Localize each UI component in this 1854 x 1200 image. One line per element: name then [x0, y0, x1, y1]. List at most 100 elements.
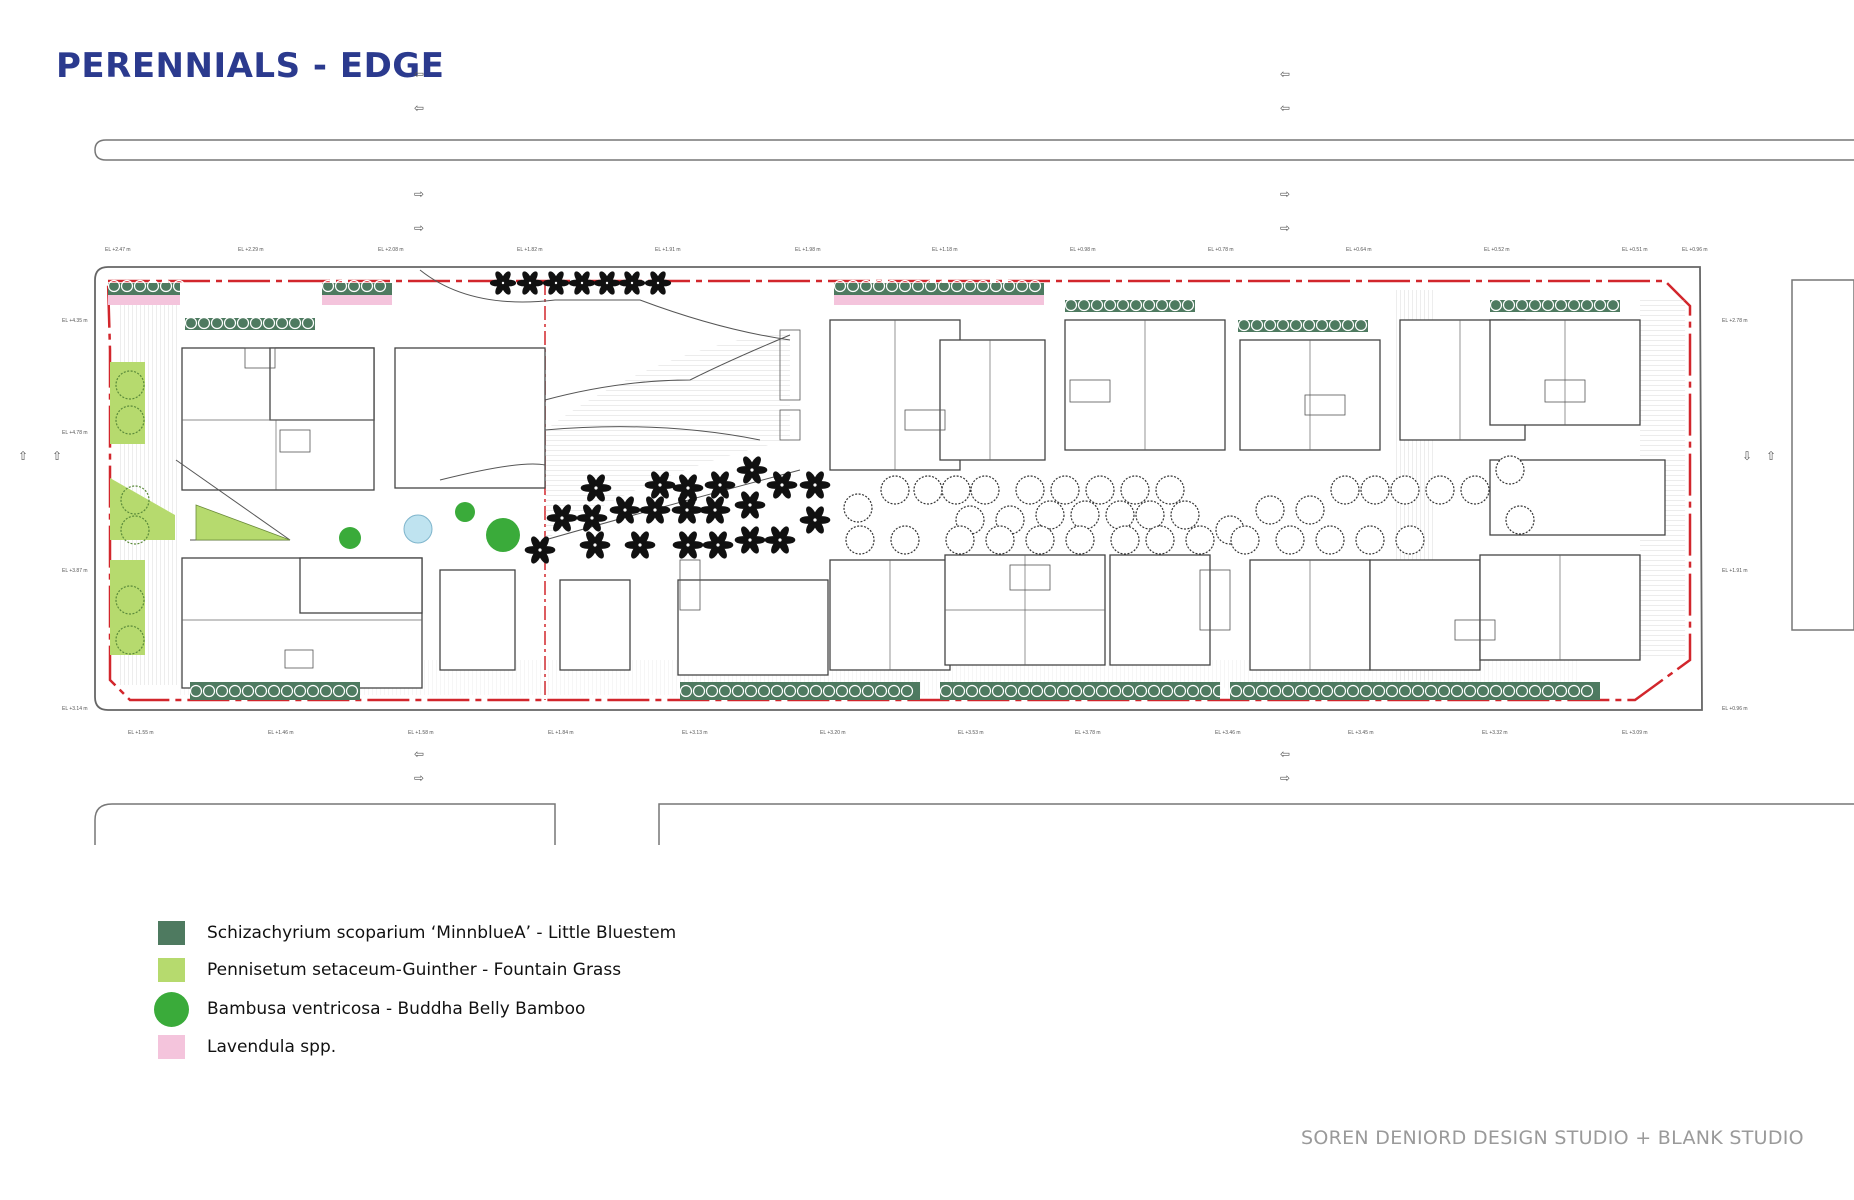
shrub-icon — [1411, 684, 1425, 698]
shrub-icon — [1359, 684, 1373, 698]
shrub-icon — [1090, 298, 1104, 312]
palm-tree-icon — [644, 471, 676, 499]
tree-canopy-icon — [1050, 475, 1080, 505]
shrub-icon — [373, 279, 387, 293]
shrub-icon — [835, 684, 849, 698]
shrub-icon — [1108, 684, 1122, 698]
page-title: PERENNIALS - EDGE — [56, 46, 445, 86]
shrub-icon — [822, 684, 836, 698]
svg-text:EL +3.53 m: EL +3.53 m — [958, 730, 984, 736]
palm-tree-icon — [516, 271, 544, 295]
tree-canopy-icon — [941, 475, 971, 505]
shrub-icon — [783, 684, 797, 698]
svg-text:EL +2.78 m: EL +2.78 m — [1722, 318, 1748, 324]
shrub-icon — [306, 684, 320, 698]
tree-canopy-icon — [1360, 475, 1390, 505]
shrub-icon — [1302, 318, 1316, 332]
shrub-icon — [1385, 684, 1399, 698]
bamboo-plantings — [339, 502, 520, 552]
svg-text:EL +1.98 m: EL +1.98 m — [795, 247, 821, 253]
blue-pool — [403, 514, 433, 544]
tree-canopy-icon — [890, 525, 920, 555]
shrub-icon — [705, 684, 719, 698]
shrub-icon — [924, 279, 938, 293]
tree-canopy-icon — [880, 475, 910, 505]
svg-text:EL +3.13 m: EL +3.13 m — [682, 730, 708, 736]
shrub-icon — [159, 279, 173, 293]
shrub-icon — [1263, 318, 1277, 332]
shrub-icon — [189, 684, 203, 698]
shrub-icon — [1580, 684, 1594, 698]
shrub-icon — [133, 279, 147, 293]
shrub-icon — [146, 279, 160, 293]
svg-text:⇦: ⇦ — [414, 101, 424, 115]
svg-text:EL +3.78 m: EL +3.78 m — [1075, 730, 1101, 736]
little-bluestem-swatch — [158, 921, 185, 945]
svg-text:EL +1.46 m: EL +1.46 m — [268, 730, 294, 736]
shrub-icon — [1121, 684, 1135, 698]
svg-text:EL +1.82 m: EL +1.82 m — [517, 247, 543, 253]
shrub-icon — [1450, 684, 1464, 698]
shrub-icon — [991, 684, 1005, 698]
shrub-icon — [1237, 318, 1251, 332]
shrub-icon — [1307, 684, 1321, 698]
shrub-icon — [874, 684, 888, 698]
shrub-icon — [1476, 684, 1490, 698]
shrub-icon — [809, 684, 823, 698]
palm-tree-icon — [546, 504, 578, 532]
fountain-grass-plantings — [110, 362, 175, 655]
tree-canopy-icon — [115, 625, 145, 655]
tree-canopy-icon — [1185, 525, 1215, 555]
shrub-icon — [215, 684, 229, 698]
tree-canopy-icon — [970, 475, 1000, 505]
palm-tree-icon — [644, 271, 672, 295]
shrub-icon — [833, 279, 847, 293]
shrub-icon — [321, 279, 335, 293]
shrub-icon — [223, 316, 237, 330]
shrub-icon — [1268, 684, 1282, 698]
lawn-triangle — [195, 504, 291, 541]
site-plan-drawing: ⇦ ⇦ ⇨ ⇨ ⇦ ⇦ ⇨ ⇨ ⇦ ⇨ ⇦ ⇨ ⇧ ⇧ ⇩ ⇧ — [18, 67, 1854, 845]
shrub-icon — [301, 316, 315, 330]
palm-tree-icon — [766, 471, 798, 499]
svg-text:EL +3.09 m: EL +3.09 m — [1622, 730, 1648, 736]
svg-text:⇨: ⇨ — [1280, 221, 1290, 235]
shrub-icon — [1276, 318, 1290, 332]
tree-canopy-icon — [1085, 475, 1115, 505]
shrub-icon — [848, 684, 862, 698]
svg-text:EL +3.46 m: EL +3.46 m — [1215, 730, 1241, 736]
shrub-icon — [1069, 684, 1083, 698]
shrub-icon — [1043, 684, 1057, 698]
svg-text:EL +3.20 m: EL +3.20 m — [820, 730, 846, 736]
shrub-icon — [210, 316, 224, 330]
palm-tree-icon — [568, 271, 596, 295]
street-lines — [94, 139, 1854, 845]
shrub-icon — [202, 684, 216, 698]
shrub-icon — [1028, 279, 1042, 293]
svg-text:EL +4.35 m: EL +4.35 m — [62, 318, 88, 324]
shrub-icon — [900, 684, 914, 698]
shrub-icon — [1168, 298, 1182, 312]
svg-text:EL +3.32 m: EL +3.32 m — [1482, 730, 1508, 736]
shrub-icon — [1515, 298, 1529, 312]
shrub-icon — [1289, 318, 1303, 332]
tree-canopy-icon — [1505, 505, 1535, 535]
tree-canopy-icon — [115, 370, 145, 400]
shrub-icon — [1320, 684, 1334, 698]
svg-text:EL +3.45 m: EL +3.45 m — [1348, 730, 1374, 736]
shrub-icon — [1489, 298, 1503, 312]
shrub-icon — [293, 684, 307, 698]
shrub-icon — [898, 279, 912, 293]
tree-canopy-icon — [1355, 525, 1385, 555]
legend-label: Bambusa ventricosa - Buddha Belly Bamboo — [207, 999, 586, 1019]
shrub-icon — [1103, 298, 1117, 312]
palm-tree-icon — [734, 491, 766, 519]
buildings — [181, 319, 1666, 689]
shrub-icon — [332, 684, 346, 698]
shrub-icon — [1015, 279, 1029, 293]
shrub-icon — [1199, 684, 1213, 698]
tree-canopy-icon — [845, 525, 875, 555]
shrub-icon — [887, 684, 901, 698]
shrub-icon — [846, 279, 860, 293]
